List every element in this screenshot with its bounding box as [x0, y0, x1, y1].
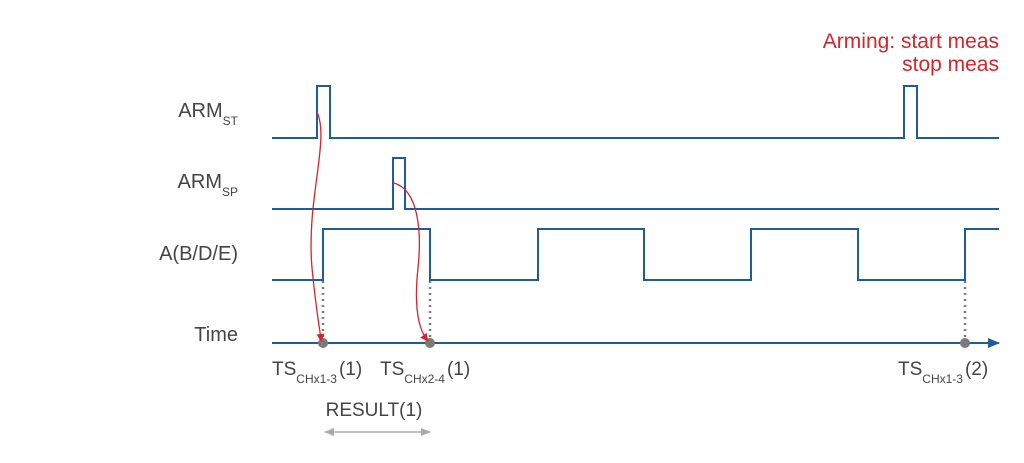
signal-a-waveform [272, 228, 999, 281]
label-signal-a: A(B/D/E) [159, 243, 238, 265]
timestamp-dot-1 [318, 338, 328, 348]
result-label: RESULT(1) [326, 400, 423, 421]
arm-st-waveform [272, 85, 999, 139]
timestamp-label-3: TSCHx1-3(2) [898, 359, 988, 386]
legend-arming-stop: stop meas [902, 53, 999, 76]
legend-arming-start: Arming: start meas [823, 30, 999, 53]
arming-start-trigger-arrow [310, 111, 325, 342]
label-arm-st: ARMST [178, 100, 238, 128]
timestamp-label-2: TSCHx2-4(1) [380, 359, 470, 386]
timestamp-label-1: TSCHx1-3(1) [272, 359, 362, 386]
label-time: Time [194, 324, 238, 346]
arm-sp-waveform [272, 157, 999, 210]
timestamp-dot-3 [960, 338, 970, 348]
label-arm-sp: ARMSP [178, 171, 238, 199]
arming-stop-trigger-arrow [393, 182, 429, 342]
